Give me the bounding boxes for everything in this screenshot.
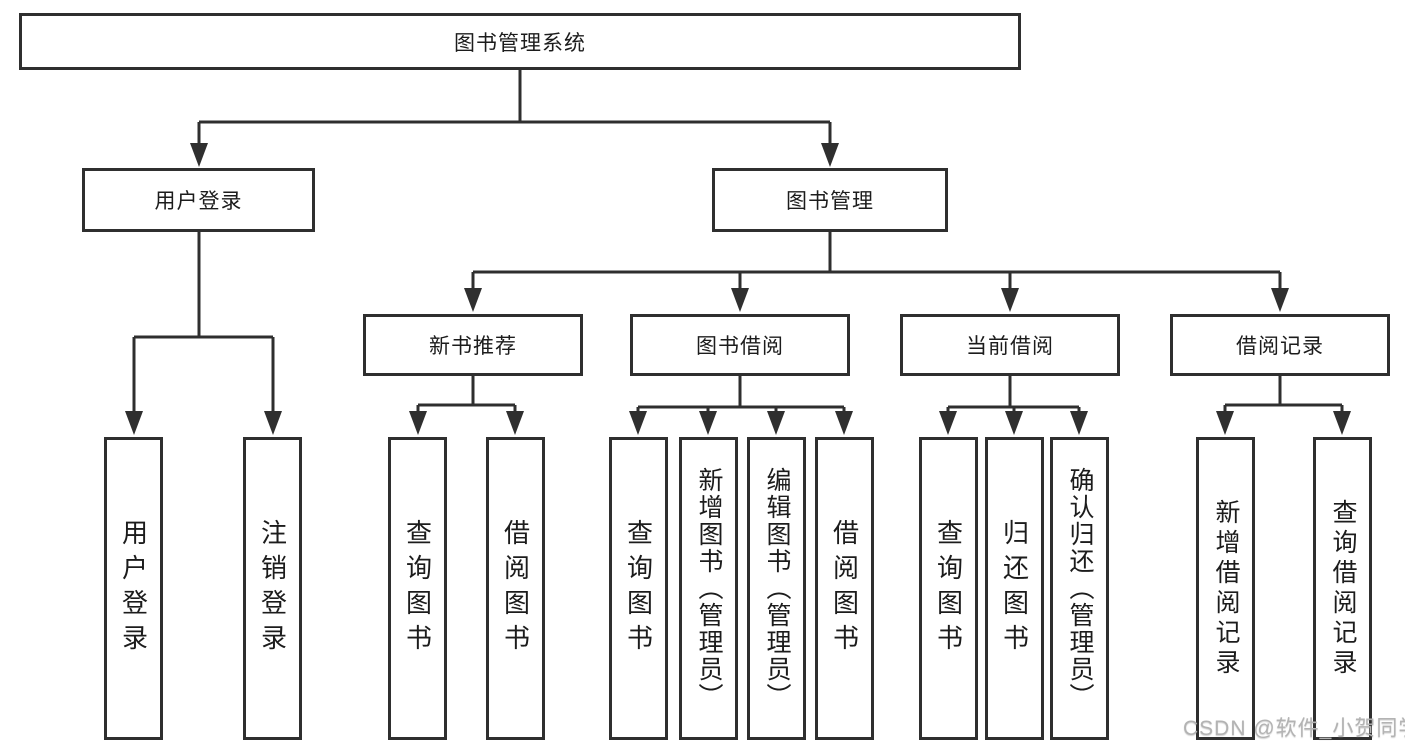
leaf-return-book: 归还图书 xyxy=(985,437,1044,740)
node-user-login: 用户登录 xyxy=(82,168,315,232)
node-book-management: 图书管理 xyxy=(712,168,948,232)
leaf-query-books-borrowing: 查询图书 xyxy=(609,437,668,740)
leaf-borrow-books-recommend: 借阅图书 xyxy=(486,437,545,740)
node-borrowing-records: 借阅记录 xyxy=(1170,314,1390,376)
node-new-book-recommendation: 新书推荐 xyxy=(363,314,583,376)
leaf-query-books-recommend: 查询图书 xyxy=(388,437,447,740)
leaf-query-books-current: 查询图书 xyxy=(919,437,978,740)
leaf-logout: 注销登录 xyxy=(243,437,302,740)
leaf-user-login: 用户登录 xyxy=(104,437,163,740)
leaf-confirm-return-admin: 确认归还（管理员） xyxy=(1050,437,1109,740)
leaf-query-borrow-record: 查询借阅记录 xyxy=(1313,437,1372,740)
node-book-borrowing: 图书借阅 xyxy=(630,314,850,376)
csdn-watermark: CSDN @软件_小贺同学 xyxy=(1183,717,1405,740)
leaf-add-borrow-record: 新增借阅记录 xyxy=(1196,437,1255,740)
leaf-borrow-books: 借阅图书 xyxy=(815,437,874,740)
leaf-add-book-admin: 新增图书（管理员） xyxy=(679,437,738,740)
node-current-borrowing: 当前借阅 xyxy=(900,314,1120,376)
node-library-management-system: 图书管理系统 xyxy=(19,13,1021,70)
leaf-edit-book-admin: 编辑图书（管理员） xyxy=(747,437,806,740)
